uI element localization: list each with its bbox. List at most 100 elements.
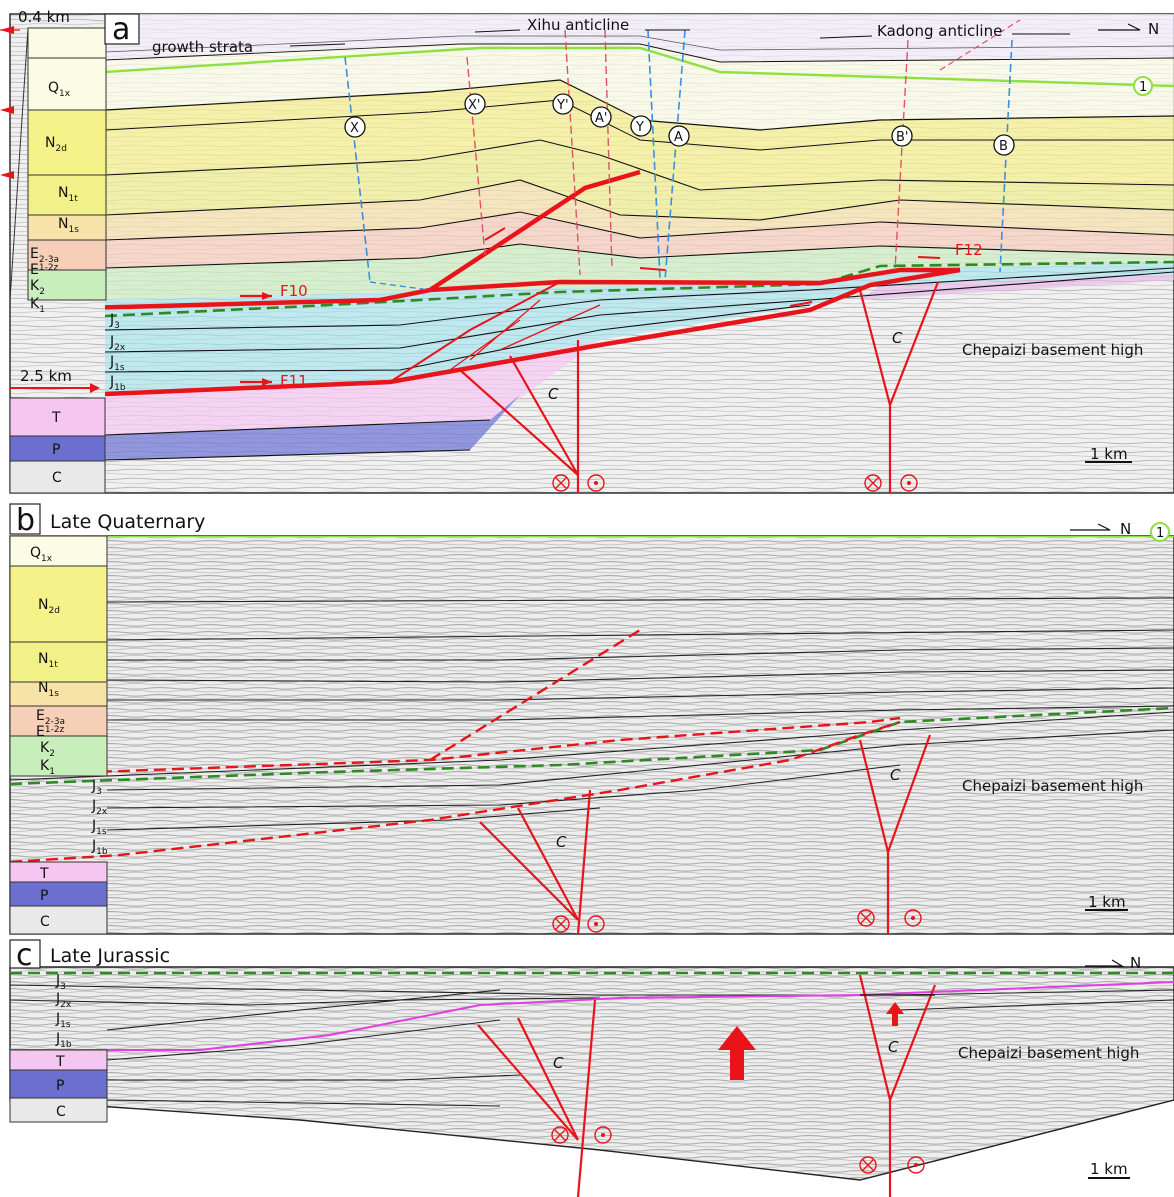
kadong-anticline-label: Kadong anticline	[877, 22, 1002, 40]
svg-text:E1-2z: E1-2z	[36, 724, 65, 740]
strat-n1s: N1s	[58, 216, 79, 235]
svg-text:N: N	[1130, 954, 1141, 972]
svg-text:1 km: 1 km	[1090, 445, 1128, 463]
strat-n1t: N1t	[58, 185, 78, 204]
panel-b-frame	[9, 535, 1174, 935]
svg-text:A': A'	[595, 111, 607, 126]
svg-text:E2-3a: E2-3a	[36, 708, 65, 727]
basement-label-b: Chepaizi basement high	[962, 777, 1143, 795]
panel-a-letter: a	[112, 12, 130, 47]
strat-q1x: Q1x	[48, 80, 71, 99]
unconformity-line	[105, 260, 1174, 318]
svg-text:A: A	[674, 130, 683, 145]
svg-text:1 km: 1 km	[1090, 1160, 1128, 1178]
strat-c: C	[52, 470, 62, 486]
panel-b-strat-column: Q1x N2d N1t N1s E2-3a E1-2z K2 K1 J3 J2x…	[9, 535, 108, 935]
strat-k1: K1	[30, 296, 45, 315]
strat-n2d: N2d	[45, 135, 67, 154]
svg-text:B: B	[999, 139, 1008, 154]
c-label-a1: C	[548, 385, 559, 403]
svg-text:1: 1	[1139, 80, 1147, 95]
svg-text:1 km: 1 km	[1088, 893, 1126, 911]
svg-text:J2x: J2x	[55, 991, 72, 1010]
svg-text:1: 1	[1156, 526, 1164, 541]
unconformity-line-b	[10, 706, 1174, 786]
scale-bar-b: 1 km	[1085, 893, 1128, 911]
svg-text:P: P	[56, 1078, 64, 1094]
svg-text:J3: J3	[55, 973, 66, 992]
svg-text:C: C	[553, 1054, 564, 1072]
svg-text:C: C	[40, 914, 50, 930]
scale-bar-a: 1 km	[1085, 445, 1132, 463]
svg-text:N1t: N1t	[38, 651, 58, 670]
north-arrow-c: N	[1085, 954, 1141, 972]
fault-label-f10: F10	[280, 282, 308, 300]
svg-text:C: C	[56, 1104, 66, 1120]
svg-text:C: C	[890, 766, 901, 784]
normal-faults-west	[459, 340, 580, 493]
strat-k2: K2	[30, 278, 45, 297]
basement-label-c: Chepaizi basement high	[958, 1044, 1139, 1062]
panel-a-section	[105, 14, 1174, 493]
svg-text:N: N	[1120, 520, 1131, 538]
fault-f10-ramp	[428, 169, 641, 292]
strat-j2x: J2x	[109, 334, 126, 353]
svg-text:N1s: N1s	[38, 680, 59, 699]
normal-faults-east	[858, 281, 940, 493]
fault-label-f11: F11	[280, 372, 308, 390]
svg-text:T: T	[39, 866, 49, 882]
strat-p: P	[52, 442, 60, 458]
horizon-1-marker-a: 1	[1133, 76, 1153, 96]
scale-bar-c: 1 km	[1088, 1160, 1130, 1179]
uplift-arrows	[718, 1002, 904, 1080]
svg-text:T: T	[55, 1054, 65, 1070]
svg-text:C: C	[888, 1038, 899, 1056]
fault-label-f12: F12	[955, 241, 983, 259]
xihu-anticline-label: Xihu anticline	[527, 16, 629, 34]
fault-trace-upper-b	[10, 716, 901, 777]
svg-text:N: N	[1148, 20, 1159, 38]
c-label-a2: C	[892, 329, 903, 347]
svg-text:J2x: J2x	[91, 798, 108, 817]
growth-strata-label: growth strata	[152, 38, 253, 56]
strat-j3: J3	[109, 312, 120, 331]
svg-text:K1: K1	[40, 758, 55, 777]
svg-text:K2: K2	[40, 740, 55, 759]
fault-f11	[105, 267, 961, 397]
north-arrow-a: N	[1098, 20, 1159, 38]
panel-a-strat-column: Q1x N2d N1t N1s E2-3a E1-2z K2 K1 J3 J2x…	[9, 27, 126, 494]
panel-b: Q1x N2d N1t N1s E2-3a E1-2z K2 K1 J3 J2x…	[9, 503, 1174, 935]
svg-text:J1s: J1s	[91, 818, 107, 837]
svg-text:J1b: J1b	[91, 838, 108, 857]
panel-b-letter: b	[16, 503, 35, 538]
svg-text:X: X	[350, 121, 359, 136]
panel-c-strat-column: J3 J2x J1s J1b T P C	[9, 973, 108, 1123]
panel-c: J3 J2x J1s J1b T P C c Late Jurassic N C…	[9, 938, 1174, 1197]
svg-text:Y: Y	[635, 120, 644, 135]
svg-text:C: C	[556, 833, 567, 851]
horizon-1-line	[105, 46, 1174, 88]
svg-text:Q1x: Q1x	[30, 545, 53, 564]
basement-label-a: Chepaizi basement high	[962, 341, 1143, 359]
strike-slip-symbols-a	[552, 474, 918, 492]
strat-j1s: J1s	[109, 354, 125, 373]
pin-markers: X X' Y' A' Y A B' B	[344, 93, 1015, 156]
depth-top-label: 0.4 km	[18, 8, 70, 26]
svg-text:Y': Y'	[556, 98, 569, 113]
depth-mid-label: 2.5 km	[20, 367, 72, 385]
north-arrow-b: N 1	[1070, 520, 1170, 542]
strike-slip-symbols-b	[552, 909, 922, 933]
fault-trace-lower-b	[10, 720, 901, 864]
svg-text:N2d: N2d	[38, 597, 60, 616]
svg-text:X': X'	[468, 98, 480, 113]
strat-j1b: J1b	[109, 374, 126, 393]
svg-text:J1s: J1s	[55, 1011, 71, 1030]
strat-t: T	[51, 410, 61, 426]
strat-e12z: E1-2z	[30, 262, 59, 278]
strike-slip-symbols-c	[551, 1126, 925, 1174]
svg-text:J3: J3	[91, 778, 102, 797]
panel-a: Q1x N2d N1t N1s E2-3a E1-2z K2 K1 J3 J2x…	[0, 8, 1174, 494]
panel-b-title: Late Quaternary	[50, 511, 205, 533]
svg-text:B': B'	[896, 130, 909, 145]
